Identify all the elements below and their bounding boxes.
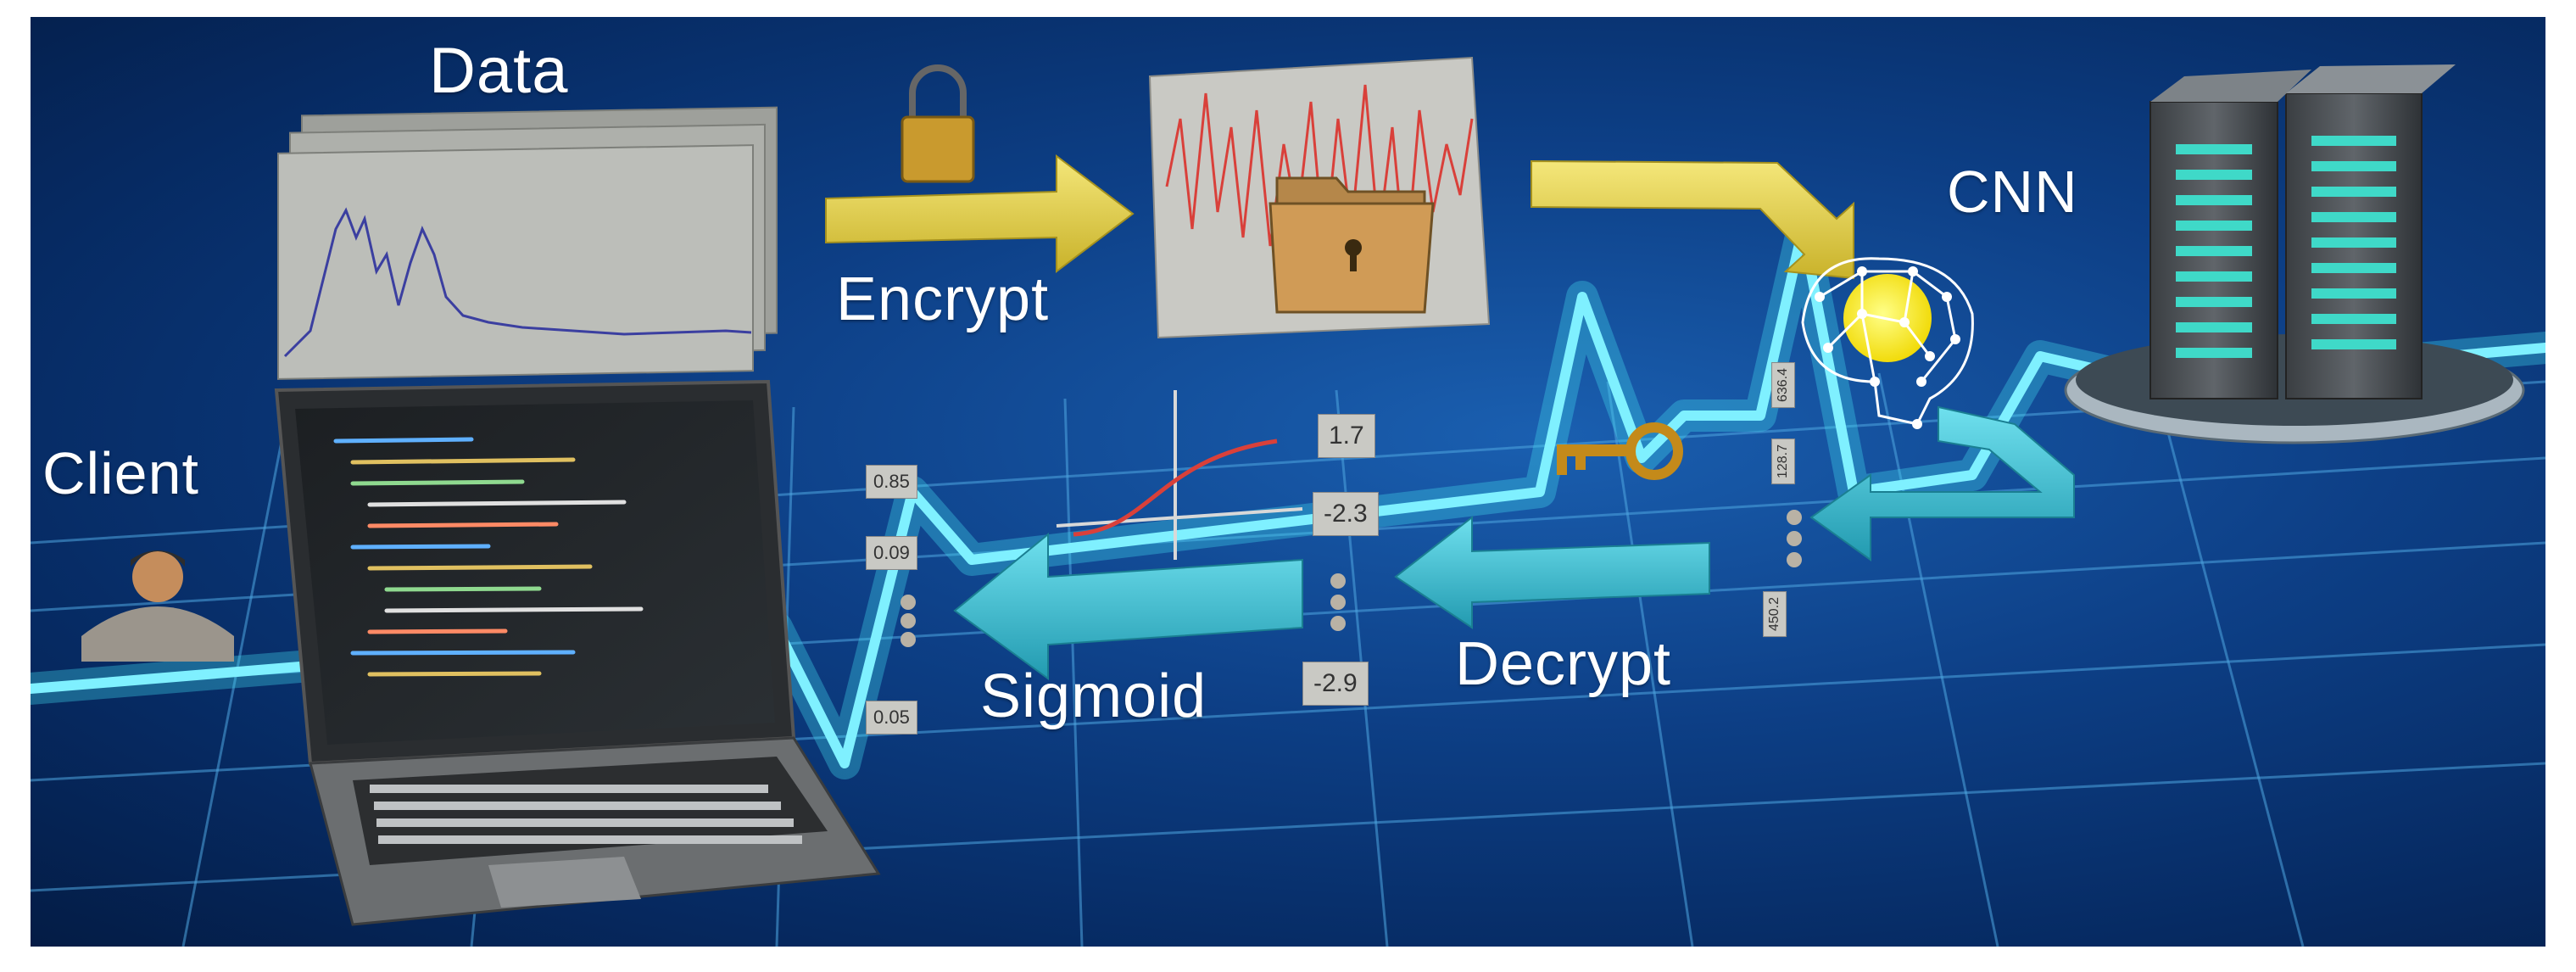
decrypt-label: Decrypt [1455, 630, 1672, 698]
sigmoid-output-value: 0.09 [866, 536, 917, 570]
sigmoid-plot [1056, 390, 1303, 560]
sigmoid-output-value: 0.05 [866, 701, 917, 735]
sigmoid-input-value: 1.7 [1318, 414, 1375, 458]
code-lines [333, 437, 644, 677]
sigmoid-arrow [953, 532, 1303, 680]
return-arrow-server [1809, 405, 2075, 561]
to-cnn-arrow [1531, 159, 1854, 280]
folder-lock-icon [1268, 176, 1435, 314]
keyboard-keys [370, 785, 802, 844]
lock-icon [900, 64, 975, 183]
encrypt-label: Encrypt [836, 265, 1050, 333]
encrypted-document [1148, 56, 1491, 339]
diagram-canvas: Data Encrypt CNN Client Sigmoid Decrypt … [31, 17, 2545, 947]
sigmoid-input-value: -2.9 [1302, 662, 1369, 706]
cnn-output-value: 636.4 [1771, 361, 1796, 409]
key-icon [1557, 422, 1683, 480]
client-label: Client [42, 440, 199, 506]
cnn-output-value: 450.2 [1763, 590, 1787, 638]
user-icon [81, 550, 234, 662]
data-label: Data [429, 35, 569, 107]
sigmoid-output-value: 0.85 [866, 465, 917, 499]
sigmoid-input-value: -2.3 [1313, 492, 1379, 536]
decrypt-arrow [1394, 515, 1710, 629]
ellipsis-dots [900, 510, 1802, 647]
server-icon [2064, 64, 2525, 444]
ecg-signal-line [31, 213, 2545, 779]
cnn-label: CNN [1947, 159, 2078, 225]
sigmoid-label: Sigmoid [980, 662, 1207, 730]
laptop-icon [274, 379, 881, 926]
encrypt-arrow [825, 154, 1135, 274]
data-signal [283, 207, 752, 358]
diagram-artwork [31, 56, 2545, 947]
cnn-output-value: 128.7 [1771, 438, 1796, 485]
brain-network-icon [1801, 257, 1974, 429]
data-stack [277, 106, 778, 380]
